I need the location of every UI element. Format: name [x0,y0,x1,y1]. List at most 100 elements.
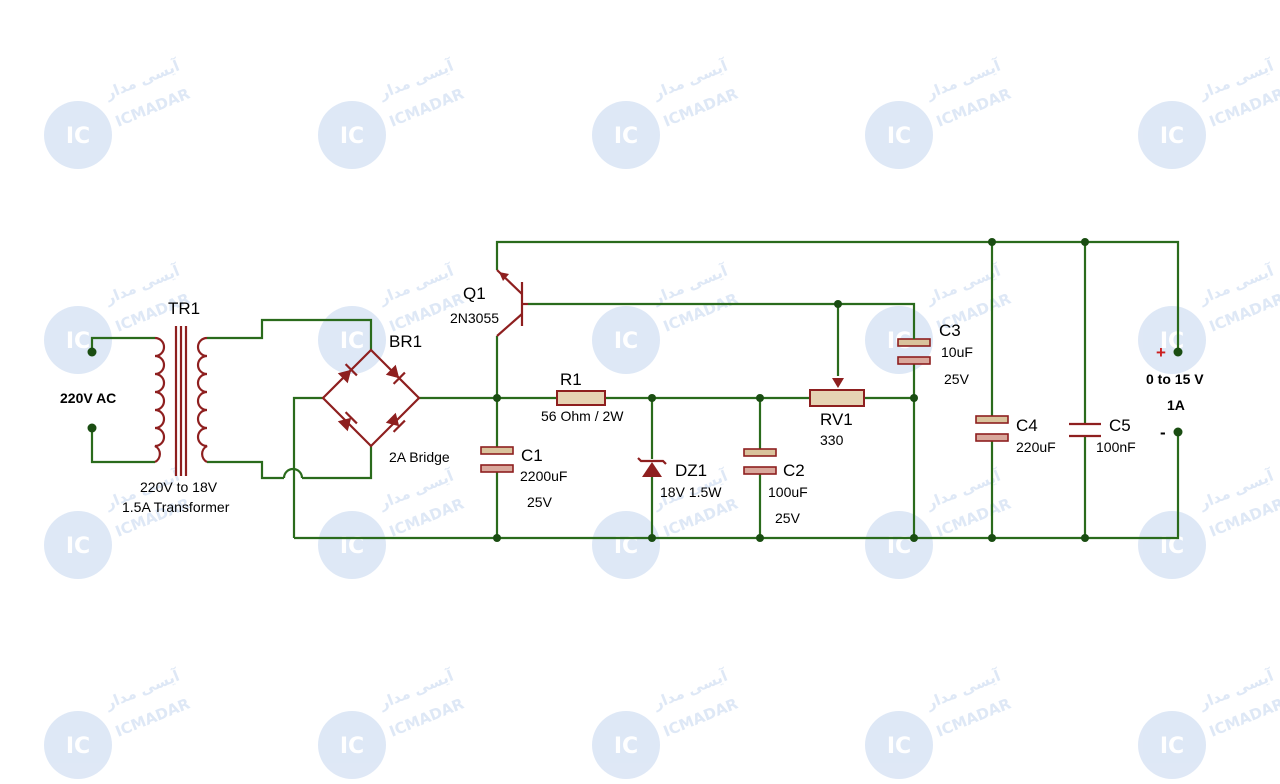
zener-dz1 [637,457,667,477]
capacitor-c3 [897,332,931,365]
output-minus-sign: - [1160,423,1166,442]
c4-value: 220uF [1016,439,1056,455]
output-terminal-positive [1173,347,1183,357]
watermark-circle [592,101,660,169]
junction-dot [493,534,501,542]
junction-dot [756,394,764,402]
bridge-diode [337,411,358,432]
rv1-ref: RV1 [820,410,853,429]
watermark-circle [44,511,112,579]
junction-dot [910,534,918,542]
input-terminal [87,347,97,357]
junction-dot [988,534,996,542]
watermark-circle [592,306,660,374]
wire-secondary-top [207,318,373,350]
bridge-diode [337,363,358,384]
watermark-logo-text: IC [66,124,90,149]
capacitor-c1-plus-plate [480,446,514,455]
q1-ref: Q1 [463,284,486,303]
capacitor-c4-minus-plate [975,433,1009,442]
watermark-circle [318,711,386,779]
watermark-logo-text: IC [66,734,90,759]
watermark-logo-text: IC [887,734,911,759]
junction-dot [756,534,764,542]
br1-value: 2A Bridge [389,449,450,465]
output-current: 1A [1167,397,1185,413]
wire-input-top [90,336,155,352]
wire-bridge-minus [292,396,323,538]
capacitor-c1-minus-plate [480,464,514,473]
wire-output-rail [495,240,1180,352]
watermark-circle [44,306,112,374]
watermark-circle [318,306,386,374]
bridge-rectifier-br1 [321,348,421,448]
wire-base [528,302,916,332]
junction-dot [988,238,996,246]
wire-input-bottom [90,428,155,464]
watermark-logo-text: IC [1160,124,1184,149]
transistor-q1 [496,269,528,337]
wire-ground-rail [294,432,1180,540]
watermark-circle [318,511,386,579]
tr1-value-1: 220V to 18V [140,479,218,495]
junction-dot [493,394,501,402]
bridge-diode [385,364,406,385]
watermark-logo-text: IC [66,534,90,559]
junction-dot [1081,534,1089,542]
tr1-value-2: 1.5A Transformer [122,499,230,515]
transformer-tr1 [154,326,208,476]
transistor-collector [496,313,523,337]
c1-ref: C1 [521,446,543,465]
bridge-diode [385,412,406,433]
watermark-circle [865,711,933,779]
watermark-circle [865,511,933,579]
watermark-logo-text: IC [614,329,638,354]
junction-dot [1081,238,1089,246]
r1-value: 56 Ohm / 2W [541,408,624,424]
r1-ref: R1 [560,370,582,389]
capacitor-c2 [743,448,777,475]
wire-secondary-bottom-a [207,460,284,480]
output-voltage: 0 to 15 V [1146,371,1204,387]
capacitor-c2-plus-plate [743,448,777,457]
watermark-logo-text: IC [340,124,364,149]
rv1-value: 330 [820,432,844,448]
c3-ref: C3 [939,321,961,340]
zener-bar [637,457,667,465]
c2-ref: C2 [783,461,805,480]
output-terminal-negative [1173,427,1183,437]
junction-dot [834,300,842,308]
c3-voltage: 25V [944,371,970,387]
watermark-circle [44,711,112,779]
dz1-value: 18V 1.5W [660,484,722,500]
watermark-circle [865,101,933,169]
input-terminal [87,423,97,433]
capacitor-c3-minus-plate [897,356,931,365]
transformer-primary-coil [154,336,166,463]
transformer-secondary-coil [196,336,208,463]
watermark-logo-text: IC [66,329,90,354]
capacitor-c5 [1069,422,1101,438]
q1-value: 2N3055 [450,310,499,326]
tr1-ref: TR1 [168,299,200,318]
watermark-circle [1138,711,1206,779]
watermark-logo-text: IC [340,329,364,354]
capacitor-c3-plus-plate [897,338,931,347]
transistor-emitter-arrow [499,272,509,281]
watermark-logo-text: IC [887,124,911,149]
c5-value: 100nF [1096,439,1136,455]
capacitor-c2-minus-plate [743,466,777,475]
